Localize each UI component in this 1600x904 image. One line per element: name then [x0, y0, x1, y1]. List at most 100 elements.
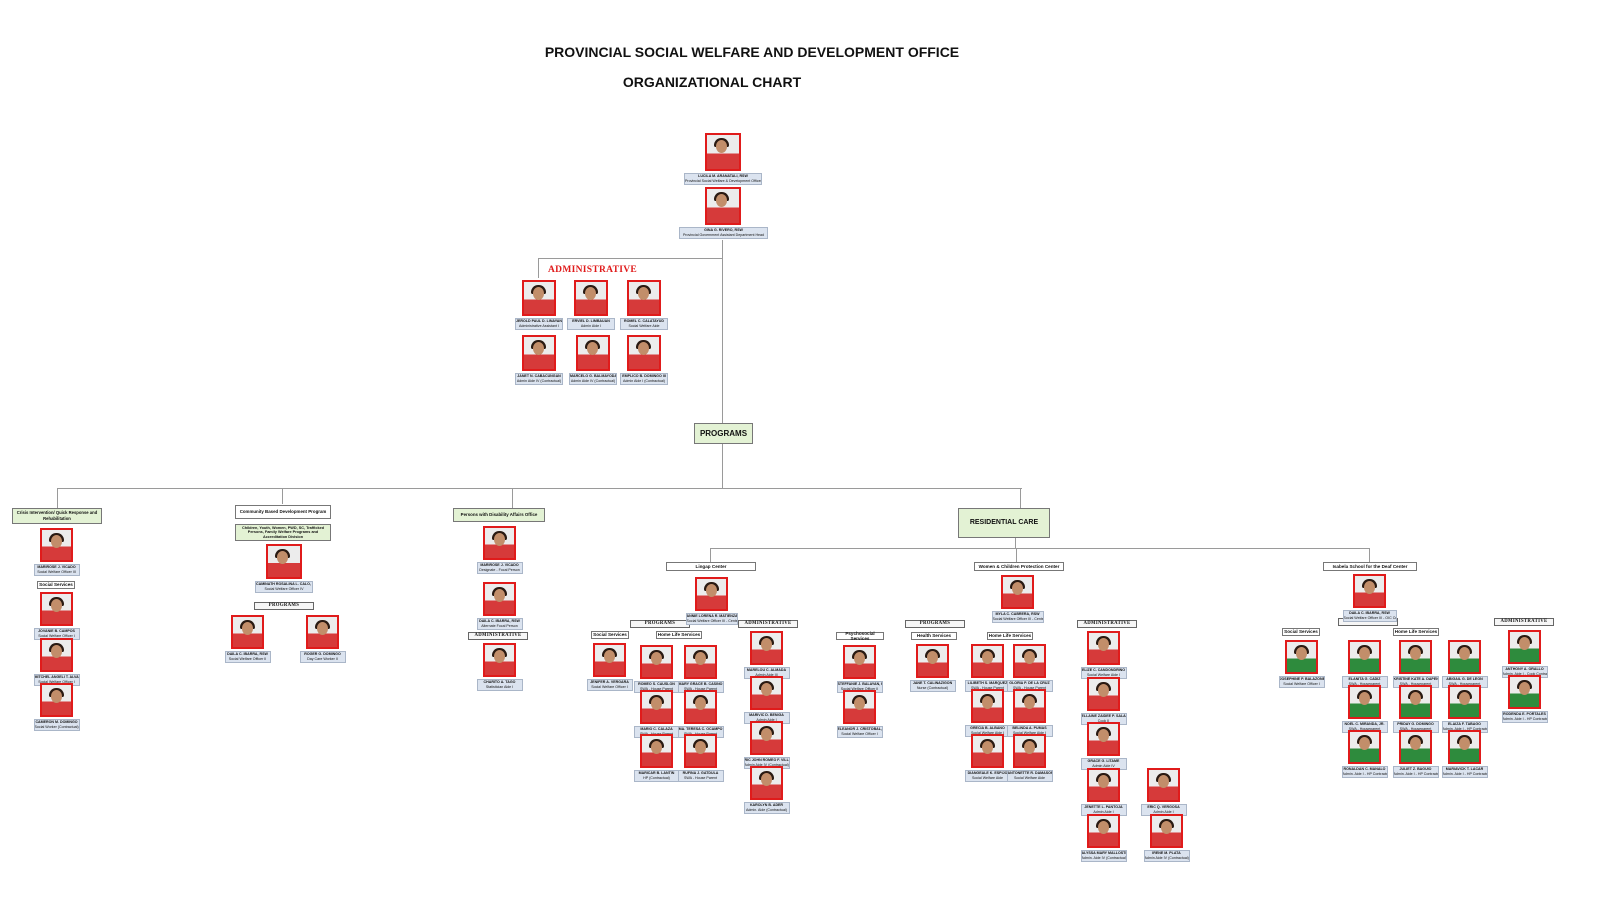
staff-name: JENETTE L. PANTOJA	[1084, 805, 1123, 809]
staff-name: RIC JOHN ROMEO F. VILLANUEVA	[744, 758, 789, 762]
staff-position: Admin. Aide I - Cook Contractual	[1502, 672, 1548, 676]
staff-name: ROGER G. DOMINGO	[304, 652, 341, 656]
staff-caption: ALYSSA MARY MALLOSTERIAAdmin. Aide IV (C…	[1080, 850, 1127, 862]
staff-position: Social Welfare Aide I	[1012, 731, 1047, 735]
staff-position: Admin. Aide I - HP Contractual	[1342, 772, 1388, 776]
staff-photo	[576, 335, 610, 371]
staff-photo	[306, 615, 339, 649]
staff-position: HP (Contractual)	[643, 776, 670, 780]
staff-position: Social Welfare Officer II	[840, 687, 879, 691]
staff-name: MARY GRACE B. CASINO	[678, 682, 723, 686]
chart-title: PROVINCIAL SOCIAL WELFARE AND DEVELOPMEN…	[544, 44, 960, 60]
staff-position: Statistician Aide I	[485, 685, 514, 689]
lingap-social-services-label: Social Services	[591, 631, 629, 639]
staff-photo	[750, 766, 783, 800]
staff-position: Admin Aide I	[1093, 810, 1114, 814]
staff-photo	[971, 734, 1004, 768]
staff-photo	[640, 734, 673, 768]
staff-photo	[1087, 677, 1120, 711]
staff-position: Day Care Worker II	[307, 657, 338, 661]
staff-photo	[1150, 814, 1183, 848]
staff-position: Designate - Focal Person	[479, 568, 520, 572]
staff-name: JENIFER A. VERGARA	[590, 680, 629, 684]
staff-position: Alternate Focal Person	[481, 624, 518, 628]
staff-photo	[1348, 640, 1381, 674]
staff-photo	[1087, 631, 1120, 665]
staff-name: ELLAINE ZAIDEE P. SALAZAR	[1081, 714, 1126, 718]
staff-photo	[574, 280, 608, 316]
staff-name: EMPLICO B. DOMINGO III	[622, 374, 666, 378]
staff-name: ALYSSA MARY MALLOSTERIA	[1081, 851, 1126, 855]
staff-name: MARIVIC D. BENIGA	[749, 713, 784, 717]
staff-position: Admin Aide I	[1153, 810, 1174, 814]
staff-photo	[684, 645, 717, 679]
staff-name: BELINDA A. PUMAS	[1012, 726, 1047, 730]
isabela-home-life-label: Home Life Services	[1393, 628, 1439, 636]
cdp-division-box: Children, Youth, Women, PWD, SC, Traffic…	[235, 524, 331, 541]
staff-name: DAILA C. IBARRA, RSW	[1349, 611, 1390, 615]
staff-photo	[1448, 685, 1481, 719]
staff-position: Nurse (Contractual)	[916, 686, 949, 690]
staff-position: Social Welfare Officer I	[1283, 682, 1320, 686]
staff-name: MARELOU C. ALMADA	[746, 668, 787, 672]
staff-name: IRENE M. PLATA	[1152, 851, 1181, 855]
staff-photo	[750, 721, 783, 755]
staff-position: Admin Aide III	[755, 673, 778, 677]
staff-photo	[40, 683, 73, 717]
wcpc-label: Women & Children Protection Center	[974, 562, 1064, 571]
staff-position: Social Welfare Officer I	[841, 732, 878, 736]
wcpc-programs-label: PROGRAMS	[905, 620, 965, 628]
staff-photo	[1348, 685, 1381, 719]
staff-name: ERVIEL D. LIMBAUAN	[572, 319, 610, 323]
pswdo-photo	[705, 133, 741, 171]
wcpc-psychosocial-label: Psychosocial Services	[836, 631, 884, 641]
staff-position: SWA - Houseparent	[1399, 727, 1432, 731]
staff-position: Social Welfare Aide I	[1086, 673, 1121, 677]
staff-photo	[1087, 814, 1120, 848]
staff-name: ELEANOR J. CRISTOBAL, RSW	[837, 727, 882, 731]
staff-position: Social Welfare Officer II	[228, 657, 267, 661]
staff-position: Social Welfare Officer III - OIC Center …	[1343, 616, 1396, 620]
staff-name: RODENDA E. PORTALES	[1503, 712, 1546, 716]
staff-name: ABIGAIL G. DE LEON	[1446, 677, 1483, 681]
staff-photo	[843, 645, 876, 679]
staff-photo	[1001, 575, 1034, 609]
staff-photo	[684, 734, 717, 768]
staff-name: STEFFANIE J. BALAYAN, RSW	[837, 682, 882, 686]
lingap-center-label: Lingap Center	[666, 562, 756, 571]
chart-subtitle: ORGANIZATIONAL CHART	[622, 74, 802, 90]
staff-photo	[1087, 768, 1120, 802]
staff-name: PRIDAY G. DOMINGO	[1397, 722, 1434, 726]
staff-photo	[40, 592, 73, 626]
staff-name: CAMINATH ROSALINA L. CALO, RSW	[256, 582, 312, 586]
pdao-box: Persons with Disability Affairs Office	[453, 508, 545, 522]
staff-name: KAROLYN B. ADER	[749, 803, 784, 807]
staff-name: JULIET Z. BAGUIO	[1399, 767, 1432, 771]
staff-photo	[231, 615, 264, 649]
staff-name: MA. TERESA C. OCAMPO	[678, 727, 723, 731]
cdp-box: Community Based Development Program	[235, 505, 331, 519]
staff-name: JANET N. CABACUNGAN	[517, 374, 561, 378]
staff-name: MARICAR B. LANTIN	[638, 771, 675, 775]
staff-photo	[1399, 730, 1432, 764]
staff-name: JEROLD PAUL D. LINAYAN	[516, 319, 562, 323]
staff-photo	[916, 644, 949, 678]
staff-photo	[1013, 734, 1046, 768]
